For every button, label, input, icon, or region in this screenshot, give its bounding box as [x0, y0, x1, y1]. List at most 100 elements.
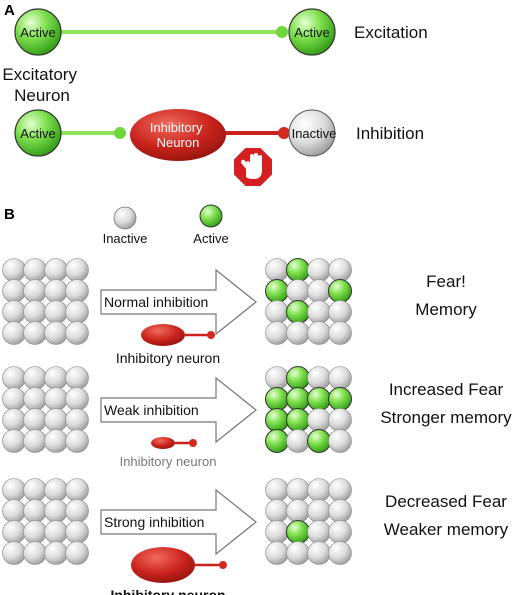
excitatory-neuron-active: [14, 109, 62, 157]
inactive-neuron: [2, 429, 26, 453]
inactive-neuron: [265, 366, 289, 390]
active-neuron: [286, 300, 310, 324]
inactive-neuron: [2, 321, 26, 345]
inactive-neuron: [2, 366, 26, 390]
inactive-neuron: [44, 478, 68, 502]
inactive-neuron: [307, 321, 331, 345]
inactive-neuron: [2, 258, 26, 282]
active-neuron: [265, 408, 289, 432]
inactive-neuron: [2, 478, 26, 502]
active-neuron: [286, 387, 310, 411]
inactive-neuron: [65, 408, 89, 432]
stop-hand-icon: [232, 146, 274, 188]
inactive-neuron: [65, 258, 89, 282]
inactive-neuron: [65, 520, 89, 544]
arrow-shape: [100, 268, 257, 336]
inactive-neuron: [265, 321, 289, 345]
inactive-neuron: [65, 321, 89, 345]
inactive-neuron: [65, 478, 89, 502]
inactive-neuron: [44, 520, 68, 544]
active-neuron: [265, 429, 289, 453]
inhibitory-neuron: [131, 547, 195, 583]
inactive-neuron: [23, 258, 47, 282]
outcome-label: Memory: [415, 300, 477, 319]
excitation-label: Excitation: [354, 23, 428, 42]
inactive-neuron: [23, 520, 47, 544]
inhibitory-neuron-label: Inhibitory neuron: [116, 350, 220, 366]
inactive-neuron: [286, 321, 310, 345]
inactive-neuron: [2, 387, 26, 411]
inactive-neuron: [65, 279, 89, 303]
inactive-neuron: [44, 408, 68, 432]
inactive-neuron: [307, 300, 331, 324]
inactive-neuron: [23, 499, 47, 523]
excitatory-synapse: [114, 127, 126, 139]
active-neuron: [307, 429, 331, 453]
inactive-neuron: [307, 499, 331, 523]
inactive-label: Inactive: [292, 126, 337, 141]
inactive-neuron: [307, 408, 331, 432]
inactive-neuron: [307, 366, 331, 390]
active-neuron: [265, 387, 289, 411]
outcome-label: Stronger memory: [380, 408, 512, 427]
arrow-label: Weak inhibition: [104, 402, 199, 418]
active-neuron: [286, 258, 310, 282]
inactive-neuron: [65, 429, 89, 453]
inactive-neuron: [286, 541, 310, 565]
active-neuron: [286, 520, 310, 544]
inactive-neuron: [328, 366, 352, 390]
inactive-neuron: [2, 520, 26, 544]
inactive-neuron: [65, 387, 89, 411]
arrow-shape: [100, 376, 257, 444]
inactive-neuron: [44, 366, 68, 390]
inactive-neuron: [65, 499, 89, 523]
inhibitory-synapse: [189, 439, 197, 447]
active-neuron: [286, 408, 310, 432]
inactive-neuron: [286, 478, 310, 502]
inactive-neuron: [328, 541, 352, 565]
legend-inactive-label: Inactive: [103, 231, 148, 246]
inhibitory-neuron: [151, 437, 175, 449]
inactive-neuron: [2, 541, 26, 565]
inactive-neuron: [23, 300, 47, 324]
active-label: Active: [20, 126, 55, 141]
inactive-neuron: [2, 499, 26, 523]
inactive-neuron: [44, 300, 68, 324]
inactive-neuron: [23, 408, 47, 432]
outcome-label: Decreased Fear: [385, 492, 507, 511]
inhibitory-neuron-label: Inhibitory neuron: [120, 454, 217, 469]
inactive-neuron: [265, 499, 289, 523]
inhibitory-synapse: [278, 127, 290, 139]
active-neuron: [286, 366, 310, 390]
inhibitory-synapse: [207, 331, 215, 339]
panel-b-letter: B: [4, 206, 15, 223]
outcome-label: Increased Fear: [389, 380, 504, 399]
inactive-neuron: [307, 478, 331, 502]
inactive-neuron: [65, 366, 89, 390]
inactive-neuron: [307, 258, 331, 282]
target-neuron-inactive: [288, 109, 336, 157]
inactive-neuron: [328, 321, 352, 345]
inactive-neuron: [2, 279, 26, 303]
inactive-neuron: [265, 258, 289, 282]
inactive-neuron: [44, 387, 68, 411]
active-neuron: [328, 279, 352, 303]
inactive-neuron: [44, 499, 68, 523]
inactive-neuron: [286, 499, 310, 523]
inactive-neuron: [307, 541, 331, 565]
inactive-neuron: [44, 321, 68, 345]
active-neuron: [328, 387, 352, 411]
inactive-neuron: [265, 541, 289, 565]
inhibition-label: Inhibition: [356, 124, 424, 143]
excitatory-synapse: [276, 26, 288, 38]
inhibitory-synapse: [219, 561, 227, 569]
inactive-neuron: [44, 279, 68, 303]
panel-a-letter: A: [4, 2, 15, 19]
legend-inactive-neuron: [113, 206, 137, 230]
inactive-neuron: [23, 366, 47, 390]
inactive-neuron: [23, 429, 47, 453]
target-neuron-active: [288, 8, 336, 56]
inactive-neuron: [44, 258, 68, 282]
